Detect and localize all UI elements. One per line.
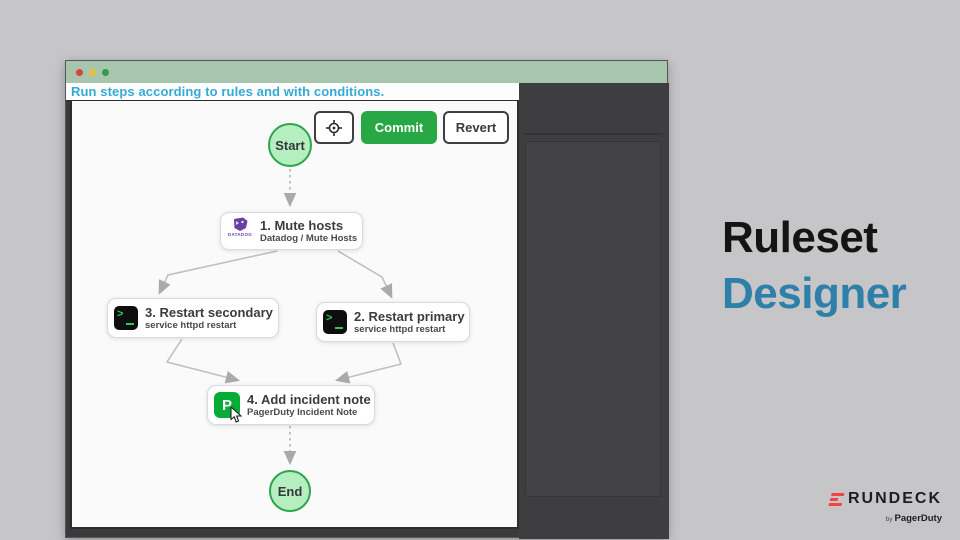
revert-button[interactable]: Revert	[443, 111, 509, 144]
headline-line1: Ruleset	[722, 213, 878, 262]
panel-separator	[523, 133, 663, 135]
brand-by-prefix: by	[885, 516, 893, 523]
properties-panel	[519, 83, 669, 539]
minimize-window-icon[interactable]	[89, 68, 96, 76]
locate-button[interactable]	[314, 111, 354, 144]
node-subtitle: service httpd restart	[354, 324, 446, 335]
datadog-wordmark: DATADOG	[227, 232, 253, 237]
terminal-icon: >	[114, 306, 138, 330]
close-window-icon[interactable]	[76, 68, 83, 76]
flow-node-end[interactable]: End	[269, 470, 311, 512]
flow-node-restart-primary[interactable]: > 2. Restart primary service httpd resta…	[316, 302, 470, 342]
mouse-cursor-icon	[230, 407, 243, 423]
workflow-tagline: Run steps according to rules and with co…	[71, 84, 385, 99]
node-title: 2. Restart primary	[354, 309, 465, 324]
zoom-window-icon[interactable]	[102, 68, 109, 76]
node-subtitle: PagerDuty Incident Note	[247, 407, 358, 418]
app-window: Run steps according to rules and with co…	[65, 60, 669, 539]
node-subtitle: Datadog / Mute Hosts	[260, 233, 358, 244]
headline-line2: Designer	[722, 269, 907, 318]
aside-headline: Ruleset Designer	[722, 210, 907, 322]
node-subtitle: service httpd restart	[145, 320, 237, 331]
rundeck-logo-icon	[828, 492, 845, 506]
commit-button[interactable]: Commit	[361, 111, 437, 144]
flow-node-mute-hosts[interactable]: DATADOG 1. Mute hosts Datadog / Mute Hos…	[220, 212, 363, 250]
start-label: Start	[275, 137, 305, 153]
flow-node-start[interactable]: Start	[268, 123, 312, 167]
workflow-tagline-bar: Run steps according to rules and with co…	[66, 83, 519, 101]
brand-company: PagerDuty	[894, 513, 942, 524]
flow-node-restart-secondary[interactable]: > 3. Restart secondary service httpd res…	[107, 298, 279, 338]
node-title: 3. Restart secondary	[145, 305, 273, 320]
brand-name: RUNDECK	[848, 490, 942, 507]
node-title: 1. Mute hosts	[260, 218, 344, 233]
crosshair-icon	[326, 119, 342, 136]
datadog-icon: DATADOG	[227, 217, 253, 245]
end-label: End	[277, 483, 303, 499]
window-titlebar	[66, 61, 667, 83]
workflow-canvas[interactable]: Commit Revert Start DATADOG 1. Mute host…	[70, 101, 519, 529]
panel-inner-area	[525, 141, 661, 497]
node-title: 4. Add incident note	[247, 392, 371, 407]
terminal-icon: >	[323, 310, 347, 334]
